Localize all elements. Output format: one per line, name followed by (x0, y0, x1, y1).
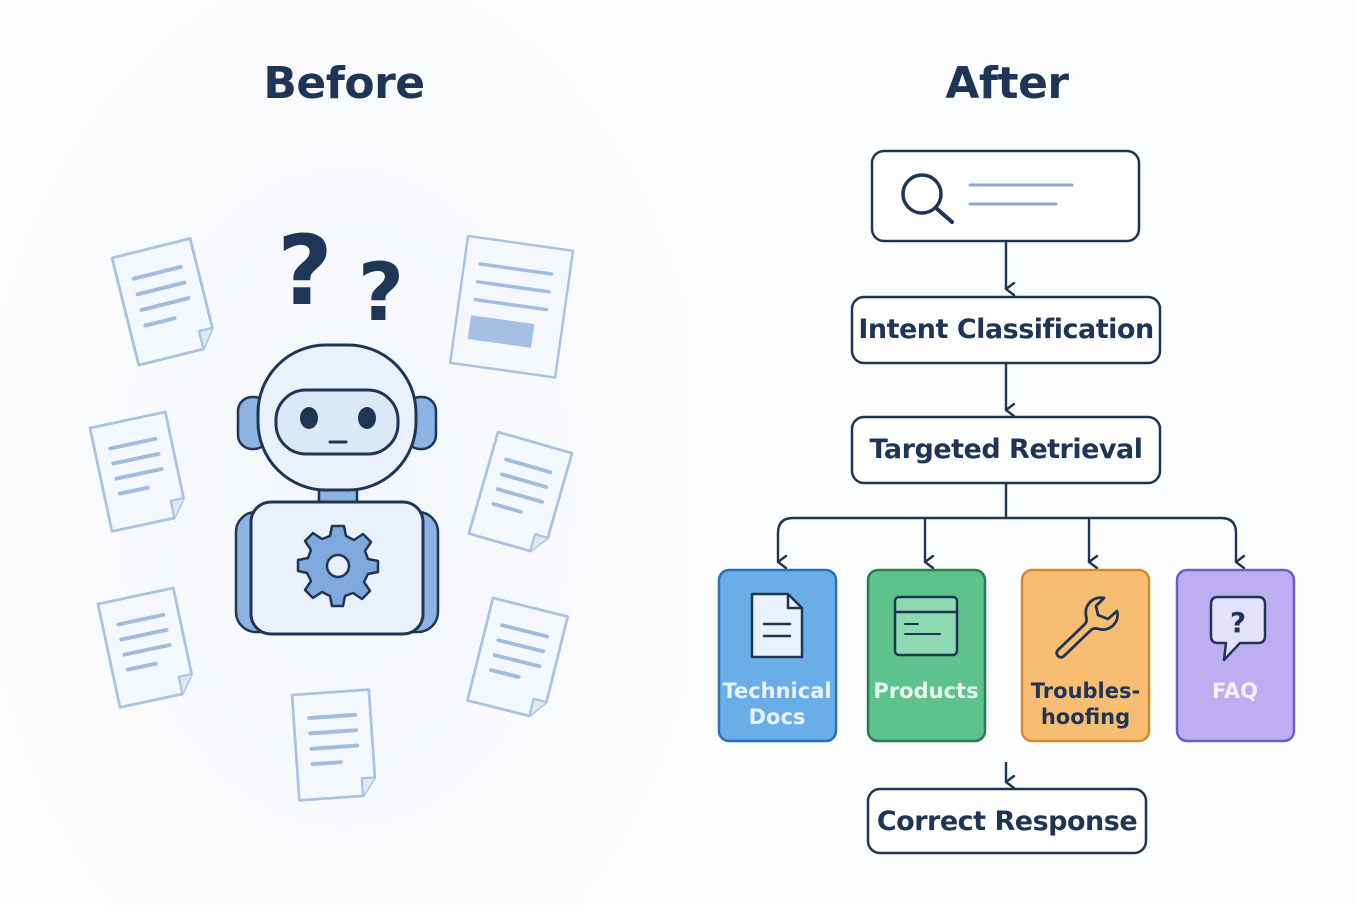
svg-text:?: ? (1230, 606, 1246, 639)
gear-icon (296, 524, 380, 608)
branch-connector (776, 483, 1236, 562)
intent-classification-box (850, 295, 1162, 365)
question-mark-small: ? (358, 246, 404, 339)
before-heading: Before (263, 58, 425, 109)
search-query-box (870, 149, 1141, 243)
confused-robot (234, 343, 440, 636)
scattered-document-6 (465, 596, 570, 722)
search-icon (901, 173, 954, 224)
intent-classification-label: Intent Classification (858, 314, 1154, 345)
question-bubble-icon: ? (1209, 595, 1267, 662)
wrench-icon (1055, 596, 1119, 659)
source-label-technical-docs: Technical Docs (722, 679, 832, 729)
source-card-faq (1175, 568, 1296, 743)
scattered-document-2 (88, 410, 190, 534)
correct-response-label: Correct Response (876, 806, 1138, 837)
window-icon (893, 595, 959, 657)
document-icon (750, 592, 804, 659)
after-heading: After (945, 58, 1069, 109)
scattered-document-1 (112, 239, 217, 366)
scattered-document-5 (466, 430, 574, 557)
correct-response-box (866, 787, 1148, 855)
source-label-products: Products (873, 679, 979, 703)
question-mark-large: ? (277, 215, 333, 327)
targeted-retrieval-label: Targeted Retrieval (869, 434, 1143, 465)
scattered-document-3 (96, 586, 198, 710)
highlighted-document (448, 234, 575, 379)
source-label-faq: FAQ (1211, 679, 1259, 703)
scattered-document-4 (290, 687, 379, 803)
source-label-troubleshooting: Troubles- hoofing (1030, 679, 1141, 729)
